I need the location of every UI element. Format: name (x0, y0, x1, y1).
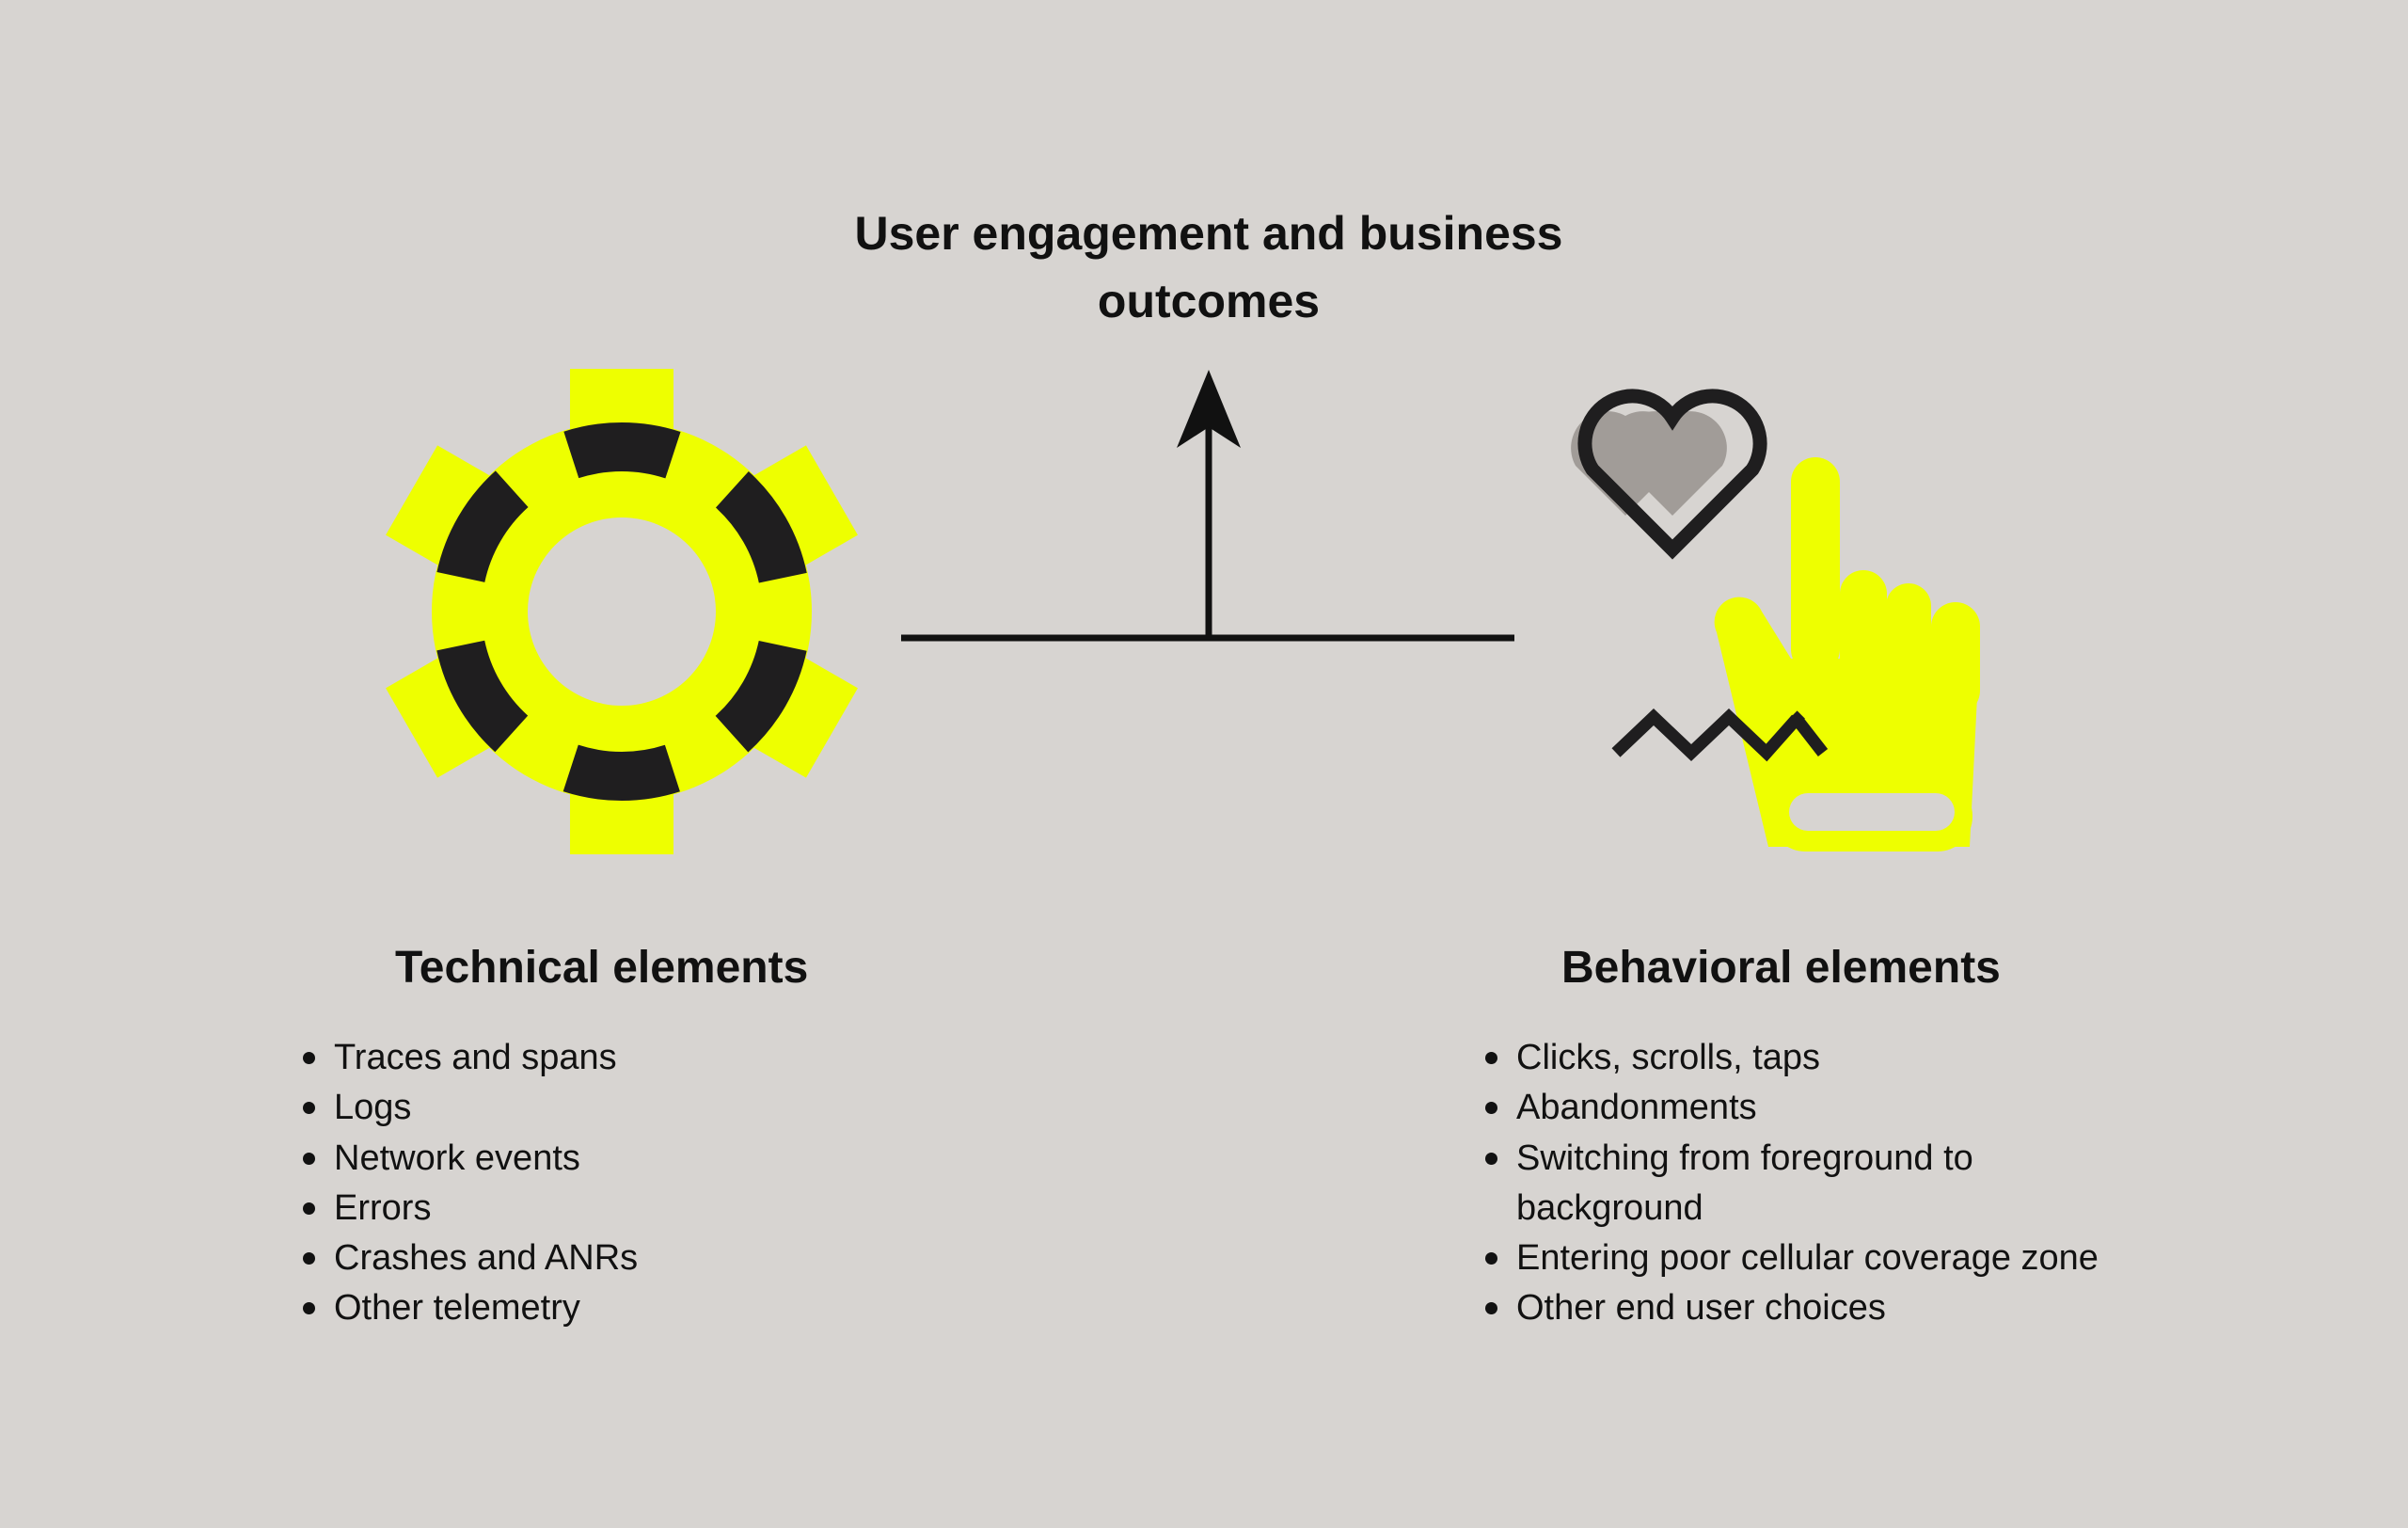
list-item: Other end user choices (1485, 1283, 2162, 1333)
heart-icon (1571, 389, 1767, 560)
behavioral-elements-heading: Behavioral elements (1561, 943, 2001, 993)
list-item: Abandonments (1485, 1083, 2162, 1133)
zigzag-icon (1611, 708, 1829, 762)
technical-elements-heading: Technical elements (395, 943, 809, 993)
list-item: Other telemetry (303, 1283, 961, 1333)
diagram-title: User engagement and business outcomes (854, 207, 1563, 327)
list-item: Clicks, scrolls, taps (1485, 1033, 2162, 1083)
behavioral-elements-list: Clicks, scrolls, taps Abandonments Switc… (1485, 1033, 2162, 1334)
list-item: Network events (303, 1134, 961, 1184)
list-item: Errors (303, 1184, 961, 1234)
list-item: Logs (303, 1083, 961, 1133)
list-item: Traces and spans (303, 1033, 961, 1083)
gear-icon (386, 369, 858, 854)
upward-arrow-icon (901, 370, 1514, 642)
list-item: Entering poor cellular coverage zone (1485, 1234, 2162, 1283)
pointing-hand-icon (1714, 457, 1980, 852)
list-item: Crashes and ANRs (303, 1234, 961, 1283)
technical-elements-list: Traces and spans Logs Network events Err… (303, 1033, 961, 1334)
list-item: Switching from foreground to background (1485, 1134, 2162, 1234)
